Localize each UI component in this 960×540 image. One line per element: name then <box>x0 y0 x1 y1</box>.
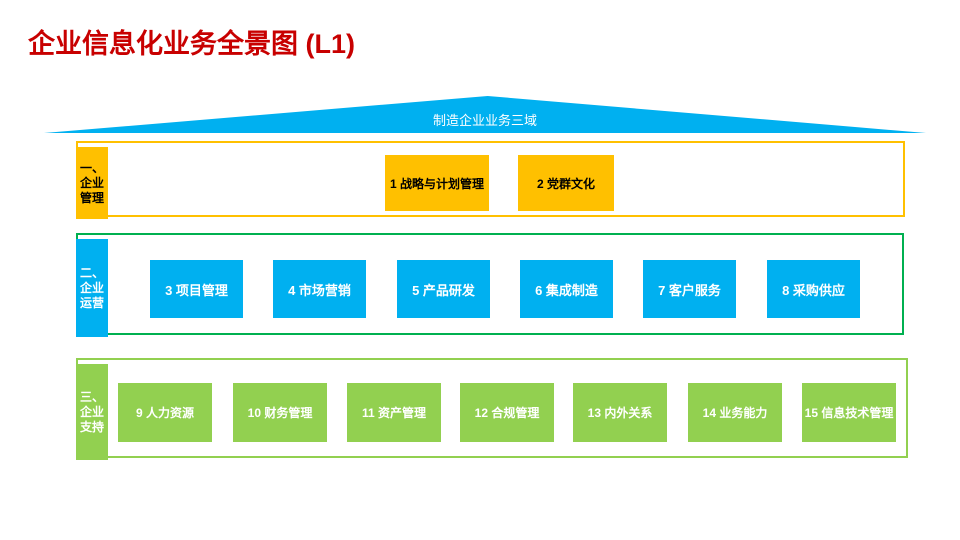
page-title: 企业信息化业务全景图 (L1) <box>28 29 355 59</box>
tab-line: 一、 <box>79 160 104 175</box>
band-support-tab: 三、 企业 支持 <box>76 364 108 460</box>
business-box-assets[interactable]: 11 资产管理 <box>347 383 441 442</box>
business-box-project-mgmt[interactable]: 3 项目管理 <box>150 260 243 318</box>
tab-line: 管理 <box>79 190 104 205</box>
business-box-relations[interactable]: 13 内外关系 <box>573 383 667 442</box>
tab-line: 二、 <box>79 265 104 280</box>
tab-line: 三、 <box>79 389 104 404</box>
business-box-product-rnd[interactable]: 5 产品研发 <box>397 260 490 318</box>
tab-line: 企业 <box>79 280 104 295</box>
business-box-capability[interactable]: 14 业务能力 <box>688 383 782 442</box>
band-management-tab: 一、 企业 管理 <box>76 147 108 219</box>
business-box-finance[interactable]: 10 财务管理 <box>233 383 327 442</box>
roof-label: 制造企业业务三域 <box>432 113 537 128</box>
band-management <box>76 141 905 217</box>
tab-line: 企业 <box>79 175 104 190</box>
business-box-compliance[interactable]: 12 合规管理 <box>460 383 554 442</box>
business-box-procurement[interactable]: 8 采购供应 <box>767 260 860 318</box>
tab-line: 支持 <box>79 419 104 434</box>
business-box-strategy-planning[interactable]: 1 战略与计划管理 <box>385 155 489 211</box>
business-box-customer-svc[interactable]: 7 客户服务 <box>643 260 736 318</box>
business-box-marketing[interactable]: 4 市场营销 <box>273 260 366 318</box>
band-operations-tab: 二、 企业 运营 <box>76 239 108 337</box>
business-box-party-culture[interactable]: 2 党群文化 <box>518 155 614 211</box>
business-box-it-mgmt[interactable]: 15 信息技术管理 <box>802 383 896 442</box>
tab-line: 运营 <box>79 295 104 310</box>
business-box-hr[interactable]: 9 人力资源 <box>118 383 212 442</box>
roof-shape: 制造企业业务三域 <box>44 96 926 133</box>
tab-line: 企业 <box>79 404 104 419</box>
business-box-manufacturing[interactable]: 6 集成制造 <box>520 260 613 318</box>
